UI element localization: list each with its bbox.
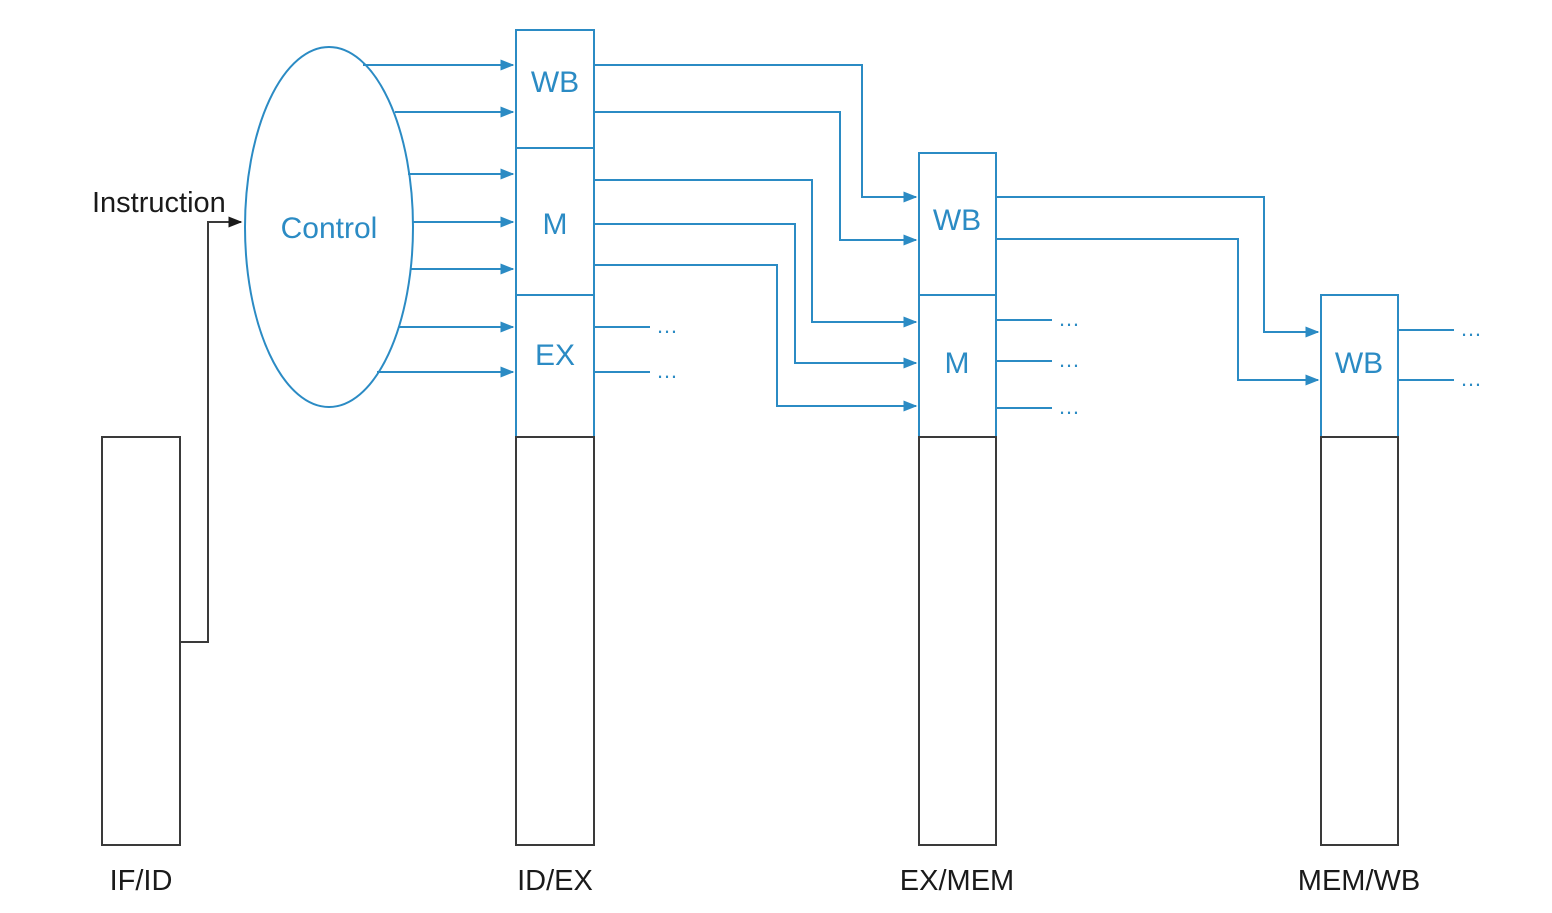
control-outputs — [363, 59, 515, 378]
id-ex-register — [515, 29, 595, 846]
ex-mem-m-ellipsis-1: … — [1058, 306, 1082, 331]
ex-mem-m-text: M — [945, 347, 970, 380]
ex-mem-label: EX/MEM — [900, 865, 1014, 897]
if-id-register — [101, 436, 181, 846]
id-ex-m-text: M — [543, 208, 568, 241]
wb-signal-4 — [996, 238, 1320, 386]
instruction-line — [180, 216, 243, 643]
mem-wb-wb-ellipsis-1: … — [1460, 316, 1484, 341]
mem-wb-register — [1320, 294, 1399, 846]
id-ex-ex-ellipsis-2: … — [656, 358, 680, 383]
ex-mem-wb-text: WB — [933, 204, 981, 237]
control-unit — [244, 46, 414, 408]
m-signal-1 — [594, 179, 918, 328]
mem-wb-data-section — [1320, 436, 1399, 846]
id-ex-ex-text: EX — [535, 339, 575, 372]
m-signal-3 — [594, 264, 918, 412]
ex-mem-m-ellipsis-2: … — [1058, 347, 1082, 372]
if-id-label: IF/ID — [110, 865, 173, 897]
id-ex-wb-text: WB — [531, 66, 579, 99]
m-signal-2 — [594, 223, 918, 369]
ex-mem-register — [918, 152, 997, 846]
mem-wb-wb-ellipsis-2: … — [1460, 366, 1484, 391]
instruction-label: Instruction — [92, 187, 226, 219]
wb-signal-1 — [594, 64, 918, 203]
ex-mem-data-section — [918, 436, 997, 846]
wb-signal-3 — [996, 196, 1320, 338]
mem-wb-wb-text: WB — [1335, 347, 1383, 380]
mem-wb-label: MEM/WB — [1298, 865, 1420, 897]
ex-mem-m-ellipsis-3: … — [1058, 394, 1082, 419]
id-ex-ex-ellipsis-1: … — [656, 313, 680, 338]
wb-signal-2 — [594, 111, 918, 246]
id-ex-data-section — [515, 436, 595, 846]
id-ex-label: ID/EX — [517, 865, 593, 897]
control-label: Control — [281, 212, 378, 245]
